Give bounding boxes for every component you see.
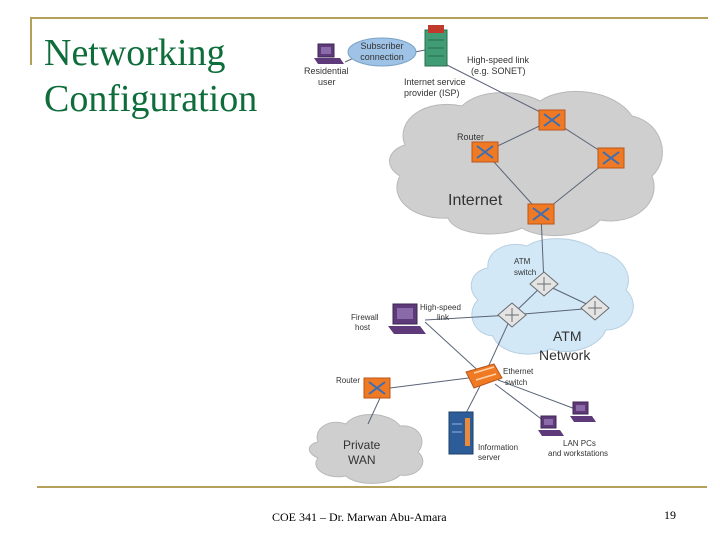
highspeed-link-label-1: High-speed link [467,55,530,65]
router-bottom-label: Router [336,376,360,385]
router-top-label: Router [457,132,484,142]
link-subscriber [414,49,426,53]
lan-pc-icon [570,401,596,422]
highspeed2-label-1: High-speed [420,303,461,312]
router-icon [471,141,499,163]
atm-switch-icon [580,295,610,321]
atm-switch-label-2: switch [514,268,536,277]
link-isp-router [444,63,553,119]
private-wan-label-1: Private [343,438,381,452]
info-server-label-2: server [478,453,501,462]
subscriber-label-2: connection [360,52,404,62]
ethernet-label-2: switch [505,378,527,387]
link-firewall-atm [424,314,513,321]
highspeed2-label-2: link [437,313,450,322]
left-rule [30,17,32,65]
private-wan-label-2: WAN [348,453,376,467]
isp-label-2: provider (ISP) [404,88,460,98]
subscriber-label-1: Subscriber [360,41,403,51]
lan-label-2: and workstations [548,449,608,458]
firewall-host-icon [388,303,426,334]
page-number: 19 [664,508,676,522]
link-ethernet-lan2 [497,379,579,411]
isp-server-icon [424,25,448,67]
ethernet-switch-icon [465,363,503,389]
atm-network-label-2: Network [539,347,591,363]
ethernet-label-1: Ethernet [503,367,534,376]
footer-text: COE 341 – Dr. Marwan Abu-Amara [272,510,447,524]
subscriber-connection-icon [347,37,417,67]
firewall-label-2: host [355,323,371,332]
atm-network-label-1: ATM [553,328,582,344]
atm-switch-icon [529,271,559,297]
firewall-label-1: Firewall [351,313,379,322]
residential-label-2: user [318,77,336,87]
top-rule [30,17,708,19]
lan-label-1: LAN PCs [563,439,596,448]
bottom-rule [37,486,707,488]
lan-pc-icon [538,415,564,436]
link-ethernet-server [464,385,481,416]
link-router-wan [367,397,381,425]
router-icon [527,203,555,225]
highspeed-link-label-2: (e.g. SONET) [471,66,526,76]
atm-switch-icon [497,302,527,328]
link-atm2-atm3 [511,307,596,316]
internet-cloud [389,90,663,237]
link-firewall-ethernet [424,321,485,377]
residential-pc-icon [314,43,344,64]
title-line-2: Configuration [44,78,258,120]
private-wan-cloud [308,413,424,484]
link-router-ethernet [389,375,485,389]
information-server-icon [448,411,474,455]
residential-label-1: Residential [304,66,349,76]
router-icon [597,147,625,169]
slide-title: Networking Configuration [44,30,257,122]
isp-label-1: Internet service [404,77,466,87]
title-line-1: Networking [44,32,226,74]
internet-label: Internet [448,192,503,209]
atm-switch-label-1: ATM [514,257,531,266]
router-icon [363,377,391,399]
link-ethernet-lan1 [494,383,549,425]
router-icon [538,109,566,131]
info-server-label-1: Information [478,443,518,452]
